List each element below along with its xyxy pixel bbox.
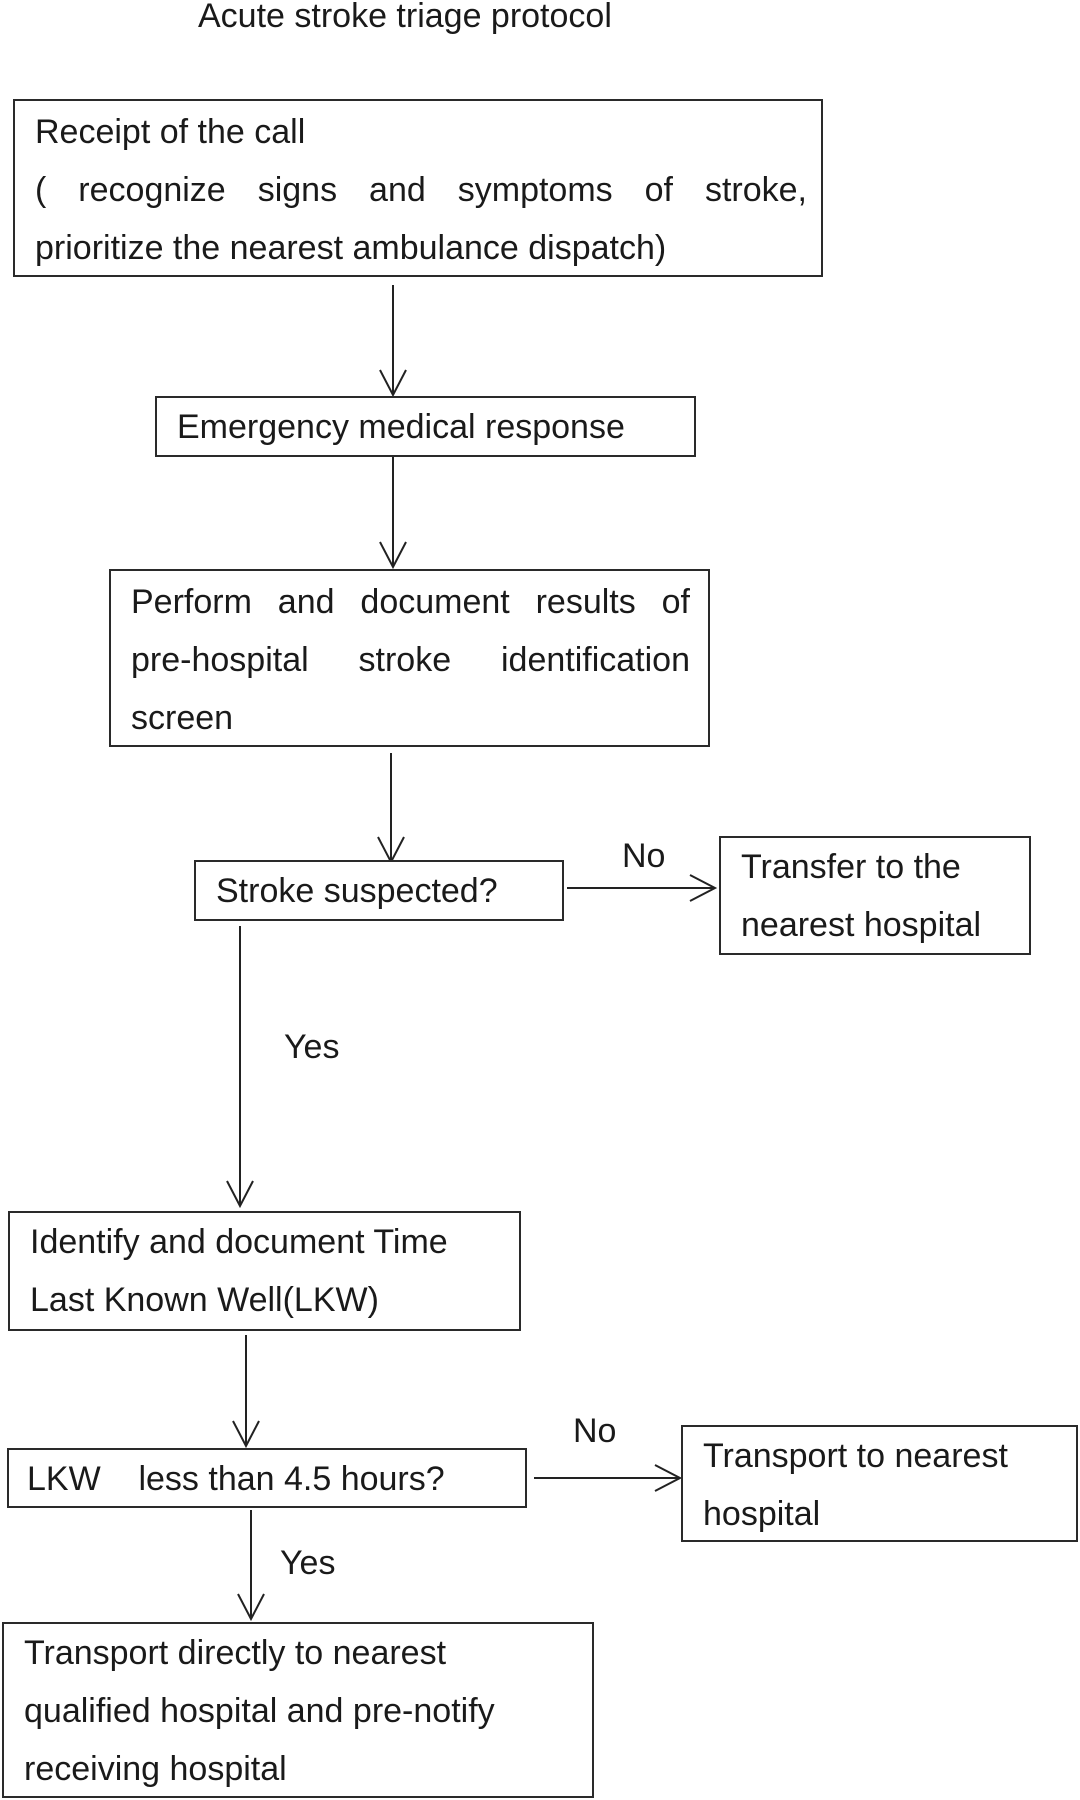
node-text: pre-hospital stroke identification bbox=[131, 641, 690, 679]
arrowhead-receipt-to-response bbox=[379, 369, 407, 398]
edge-label-stroke-yes: Yes bbox=[284, 1028, 340, 1066]
node-text: Transfer to the bbox=[741, 848, 961, 886]
node-transport-qualified: Transport directly to nearest qualified … bbox=[2, 1622, 594, 1798]
node-text: screen bbox=[131, 699, 234, 737]
node-text: Emergency medical response bbox=[177, 408, 625, 446]
node-identify-lkw: Identify and document Time Last Known We… bbox=[8, 1211, 521, 1331]
node-receipt-call: Receipt of the call ( recognize signs an… bbox=[13, 99, 823, 277]
node-text: receiving hospital bbox=[24, 1750, 287, 1788]
edge-label-stroke-no: No bbox=[622, 837, 666, 875]
node-text: Last Known Well(LKW) bbox=[30, 1281, 379, 1319]
node-text: Perform and document results of bbox=[131, 583, 690, 621]
arrowhead-lkw-to-transport-nearest bbox=[654, 1464, 683, 1492]
node-text: Transport to nearest bbox=[703, 1437, 1008, 1475]
diagram-title: Acute stroke triage protocol bbox=[198, 0, 612, 35]
node-text: Transport directly to nearest bbox=[24, 1634, 447, 1672]
node-emergency-response: Emergency medical response bbox=[155, 396, 696, 457]
node-text: prioritize the nearest ambulance dispatc… bbox=[35, 229, 667, 267]
edge-label-lkw-yes: Yes bbox=[280, 1544, 336, 1582]
arrowhead-response-to-perform bbox=[379, 541, 407, 570]
node-text: ( recognize signs and symptoms of stroke… bbox=[35, 171, 807, 209]
node-transport-nearest: Transport to nearest hospital bbox=[681, 1425, 1078, 1542]
node-transfer-nearest: Transfer to the nearest hospital bbox=[719, 836, 1031, 955]
edge-label-lkw-no: No bbox=[573, 1412, 617, 1450]
node-text: Stroke suspected? bbox=[216, 872, 498, 910]
node-lkw-check: LKW less than 4.5 hours? bbox=[7, 1448, 527, 1508]
arrowhead-suspected-to-transfer bbox=[689, 874, 718, 902]
node-text: Receipt of the call bbox=[35, 113, 306, 151]
node-stroke-suspected: Stroke suspected? bbox=[194, 860, 564, 921]
node-text: hospital bbox=[703, 1495, 821, 1533]
node-text: Identify and document Time bbox=[30, 1223, 448, 1261]
arrowhead-suspected-to-identify bbox=[226, 1180, 254, 1209]
node-text: qualified hospital and pre-notify bbox=[24, 1692, 495, 1730]
arrowhead-lkw-to-qualified bbox=[237, 1593, 265, 1622]
node-perform-document: Perform and document results of pre-hosp… bbox=[109, 569, 710, 747]
node-text: LKW less than 4.5 hours? bbox=[27, 1460, 445, 1498]
arrowhead-identify-to-lkw bbox=[232, 1420, 260, 1449]
node-text: nearest hospital bbox=[741, 906, 982, 944]
